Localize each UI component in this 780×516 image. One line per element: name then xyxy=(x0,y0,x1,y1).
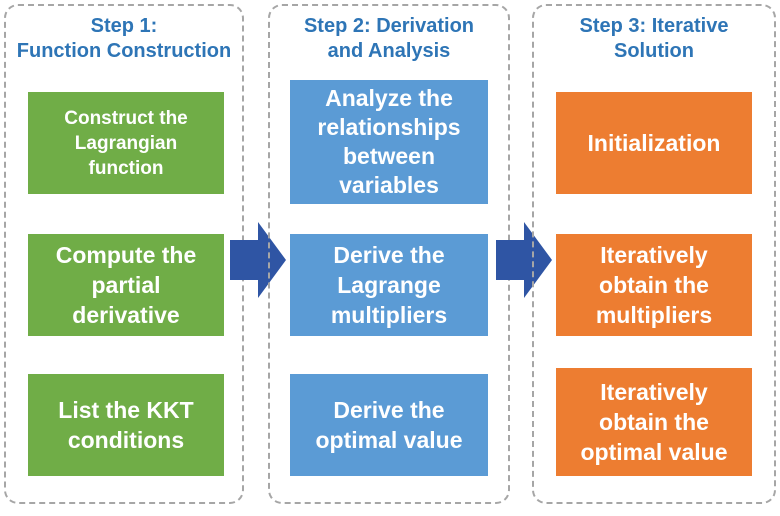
arrow-right-icon xyxy=(230,222,286,298)
initialization-box: Initialization xyxy=(556,92,752,194)
step-3-panel: Step 3: Iterative Solution xyxy=(532,4,776,504)
arrow-right-icon xyxy=(496,222,552,298)
construct-lagrangian-box: Construct the Lagrangian function xyxy=(28,92,224,194)
compute-partial-derivative-box: Compute the partial derivative xyxy=(28,234,224,336)
iteratively-obtain-optimal-value-box: Iteratively obtain the optimal value xyxy=(556,368,752,476)
step-3-title: Step 3: Iterative Solution xyxy=(579,15,729,62)
derive-lagrange-multipliers-box: Derive the Lagrange multipliers xyxy=(290,234,488,336)
iteratively-obtain-multipliers-box: Iteratively obtain the multipliers xyxy=(556,234,752,336)
derive-optimal-value-box: Derive the optimal value xyxy=(290,374,488,476)
step-2-title: Step 2: Derivation and Analysis xyxy=(303,15,475,62)
list-kkt-conditions-box: List the KKT conditions xyxy=(28,374,224,476)
step-1-title: Step 1: Function Construction xyxy=(16,15,232,62)
analyze-relationships-box: Analyze the relationships between variab… xyxy=(290,80,488,204)
